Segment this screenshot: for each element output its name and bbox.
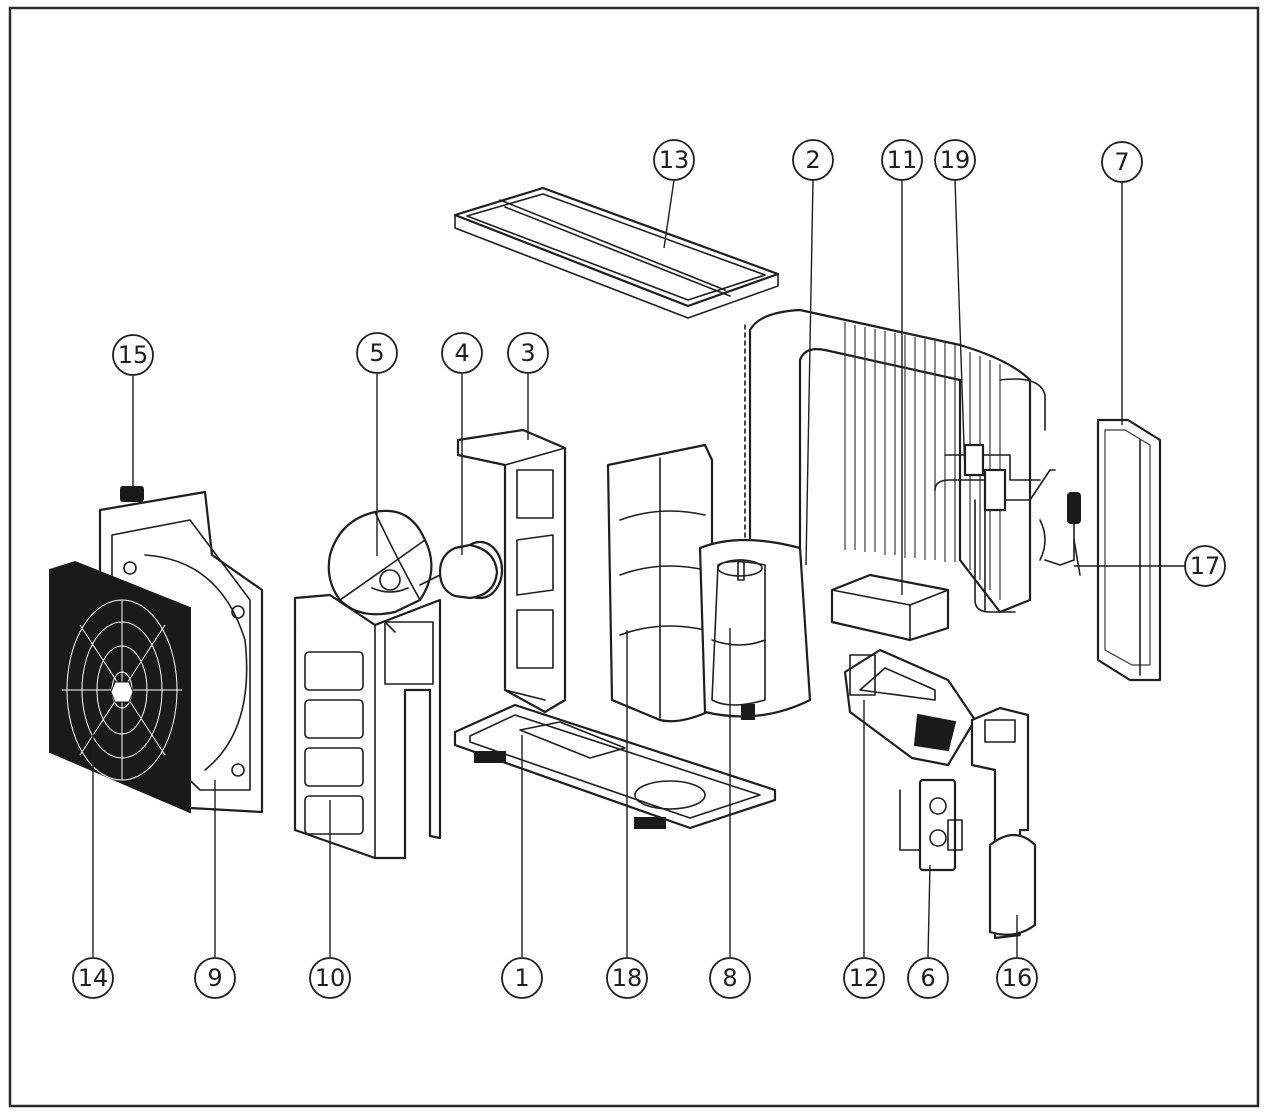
top-cover-panel: [453, 186, 780, 319]
callout-14: 14: [72, 957, 114, 999]
callout-10: 10: [309, 957, 351, 999]
callout-13: 13: [653, 139, 695, 181]
base-pan: [453, 703, 777, 830]
callout-4-label: 4: [454, 339, 469, 367]
rear-grille: [1096, 418, 1162, 682]
callout-16-label: 16: [1002, 964, 1033, 992]
callout-2: 2: [792, 139, 834, 181]
callout-16: 16: [996, 957, 1038, 999]
leader-lines: [92, 179, 1185, 958]
callout-12-label: 12: [849, 964, 880, 992]
callout-9-label: 9: [207, 964, 222, 992]
callout-15: 15: [112, 334, 154, 376]
compressor: [698, 538, 812, 720]
partition-plate: [606, 443, 714, 723]
callout-19: 19: [934, 139, 976, 181]
callout-4: 4: [441, 332, 483, 374]
callout-11-label: 11: [887, 146, 918, 174]
callout-12: 12: [843, 957, 885, 999]
callout-2-label: 2: [805, 146, 820, 174]
callout-6-label: 6: [920, 964, 935, 992]
electrical-box: [830, 573, 950, 642]
callout-7: 7: [1101, 141, 1143, 183]
motor-bracket: [456, 428, 567, 714]
callout-1: 1: [501, 957, 543, 999]
pipe-valve-assembly: [934, 443, 1056, 613]
callout-18-label: 18: [612, 964, 643, 992]
callout-6: 6: [907, 957, 949, 999]
callout-5: 5: [356, 332, 398, 374]
front-right-panel: [970, 706, 1037, 940]
service-valve: [899, 778, 963, 872]
clip-part: [120, 486, 144, 502]
callout-1-label: 1: [514, 964, 529, 992]
callout-3-label: 3: [520, 339, 535, 367]
callout-8: 8: [709, 957, 751, 999]
callout-13-label: 13: [659, 146, 690, 174]
callout-17-label: 17: [1190, 552, 1221, 580]
callout-5-label: 5: [369, 339, 384, 367]
callout-18: 18: [606, 957, 648, 999]
fan-motor: [419, 540, 504, 600]
callout-19-label: 19: [940, 146, 971, 174]
callout-11: 11: [881, 139, 923, 181]
callout-7-label: 7: [1114, 148, 1129, 176]
callout-14-label: 14: [78, 964, 109, 992]
front-grille: [49, 560, 191, 814]
callout-17: 17: [1184, 545, 1226, 587]
callout-9: 9: [194, 957, 236, 999]
callout-15-label: 15: [118, 341, 149, 369]
control-board: [843, 648, 977, 767]
temperature-sensor: [1044, 492, 1081, 576]
callout-3: 3: [507, 332, 549, 374]
side-panel: [293, 593, 442, 860]
callout-8-label: 8: [722, 964, 737, 992]
fan-blade: [327, 509, 433, 616]
callout-10-label: 10: [315, 964, 346, 992]
